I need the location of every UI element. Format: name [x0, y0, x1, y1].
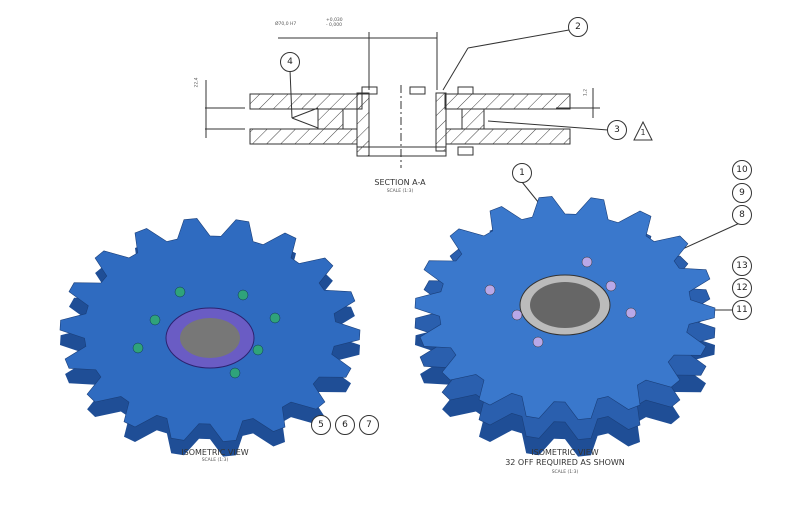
balloon-8: 8 — [732, 205, 752, 225]
bore-dimension-text: Ø70,0 H7 — [275, 22, 297, 27]
balloon-7: 7 — [359, 415, 379, 435]
bolt-head — [457, 86, 474, 95]
section-scale: SCALE (1:3) — [386, 189, 414, 194]
balloon-9: 9 — [732, 183, 752, 203]
bolts — [132, 286, 281, 379]
section-title: SECTION A-A — [374, 178, 426, 187]
tolerance-lower: - 0,000 — [326, 23, 342, 28]
revision-triangle-label: 1 — [640, 128, 646, 137]
bore — [180, 318, 240, 358]
balloon-3: 3 — [607, 120, 627, 140]
balloon-4: 4 — [280, 52, 300, 72]
balloon-13: 13 — [732, 256, 752, 276]
revision-triangle — [633, 120, 653, 141]
bore — [530, 282, 600, 328]
gap-dimension: 1,2 — [583, 88, 589, 97]
balloon-11: 11 — [732, 300, 752, 320]
spacer-left — [317, 108, 344, 130]
top-plate-left — [249, 93, 363, 110]
view-scale: SCALE (1:3) — [551, 470, 579, 475]
spacer-right — [461, 108, 485, 130]
balloon-12: 12 — [732, 278, 752, 298]
hub-right — [435, 92, 447, 152]
right-gear-isometric — [414, 196, 716, 457]
top-plate-right — [444, 93, 571, 110]
view-note: 32 OFF REQUIRED AS SHOWN — [505, 458, 625, 467]
height-dimension: 22,4 — [194, 77, 200, 88]
tolerance-upper: +0,030 — [326, 18, 343, 23]
left-gear-isometric — [59, 218, 361, 457]
balloon-10: 10 — [732, 160, 752, 180]
view-title: ISOMETRIC VIEW — [531, 448, 599, 457]
bolts — [484, 256, 637, 348]
balloon-5: 5 — [311, 415, 331, 435]
tolerance: +0,030- 0,000 — [326, 18, 356, 28]
view-title: ISOMETRIC VIEW — [181, 448, 249, 457]
balloon-1: 1 — [512, 163, 532, 183]
bolt-head — [457, 146, 474, 156]
bolt-head — [409, 86, 426, 95]
bore-dimension: Ø70,0 H7 — [275, 22, 335, 27]
balloon-2: 2 — [568, 17, 588, 37]
bottom-plate-right — [445, 128, 571, 145]
balloon-6: 6 — [335, 415, 355, 435]
bottom-plate-left — [249, 128, 358, 145]
view-scale: SCALE (1:3) — [201, 458, 229, 463]
